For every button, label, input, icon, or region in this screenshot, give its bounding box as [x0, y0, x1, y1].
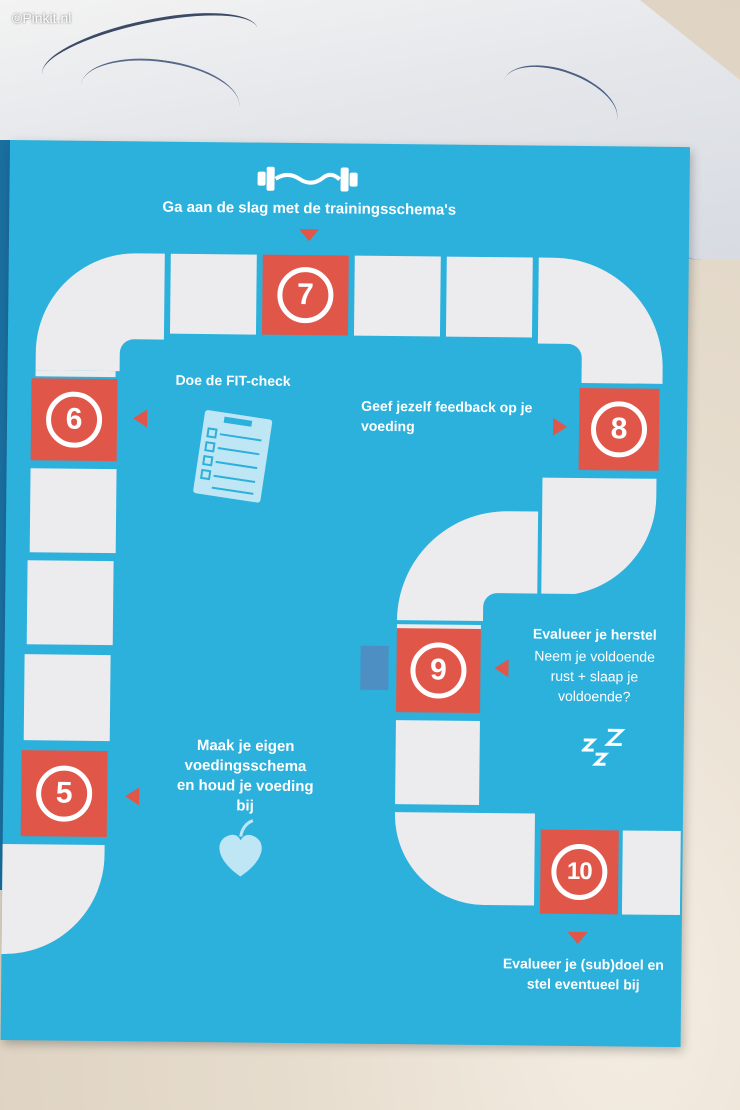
step-5-number: 5	[35, 765, 93, 822]
step-7-text: Ga aan de slag met de trainingsschema's	[162, 198, 457, 219]
left-column-track	[35, 370, 116, 378]
track-tile	[26, 560, 114, 646]
step-8-tile: 8	[578, 387, 660, 471]
track-tile	[23, 654, 111, 742]
arrow-left-6	[132, 409, 148, 428]
step-6-tile: 6	[30, 378, 118, 462]
track-tile	[621, 830, 681, 916]
step-7-tile: 7	[261, 254, 349, 336]
step-5-tile: 5	[20, 750, 108, 838]
arrow-right-8	[552, 417, 568, 436]
step-9-number: 9	[410, 642, 467, 699]
step-8-number: 8	[590, 401, 648, 458]
book-page: 7 6 5 8 9 10 Ga aan de slag met de train…	[0, 140, 690, 1048]
track-tile	[395, 720, 480, 805]
step-10-tile: 10	[539, 829, 619, 915]
arrow-down-10	[567, 931, 588, 945]
step-9-title: Evalueer je herstel	[532, 625, 657, 643]
track-corner-bottom	[394, 812, 535, 906]
track-corner-bottom-left	[1, 843, 105, 956]
step-8-text: Geef jezelf feedback op je voeding	[360, 397, 533, 435]
watermark: ©Pinkit.nl	[12, 10, 72, 26]
track-tile	[169, 253, 257, 335]
step-9-tile: 9	[396, 628, 481, 713]
track-tile	[29, 468, 117, 554]
track-tile	[353, 255, 441, 337]
arrow-left-9	[494, 659, 509, 678]
step-9-text: Neem je voldoende rust + slaap je voldoe…	[534, 647, 656, 705]
apple-heart-icon	[219, 819, 262, 877]
checklist-icon	[193, 410, 273, 503]
track-corner-right-middle	[541, 477, 657, 597]
dumbbell-icon	[257, 166, 358, 192]
arrow-down-7	[298, 229, 320, 242]
step-6-text: Doe de FIT-check	[175, 371, 291, 389]
step-6-number: 6	[45, 391, 103, 448]
shadow-square	[360, 645, 389, 690]
sleep-zzz-icon	[581, 728, 626, 766]
step-7-number: 7	[277, 266, 334, 324]
step-10-number: 10	[551, 843, 608, 901]
track-tile	[445, 256, 533, 338]
arrow-left-5	[125, 787, 140, 806]
step-5-text: Maak je eigen voedingsschema en houd je …	[176, 736, 314, 815]
step-10-text: Evalueer je (sub)doel en stel eventueel …	[502, 955, 665, 993]
